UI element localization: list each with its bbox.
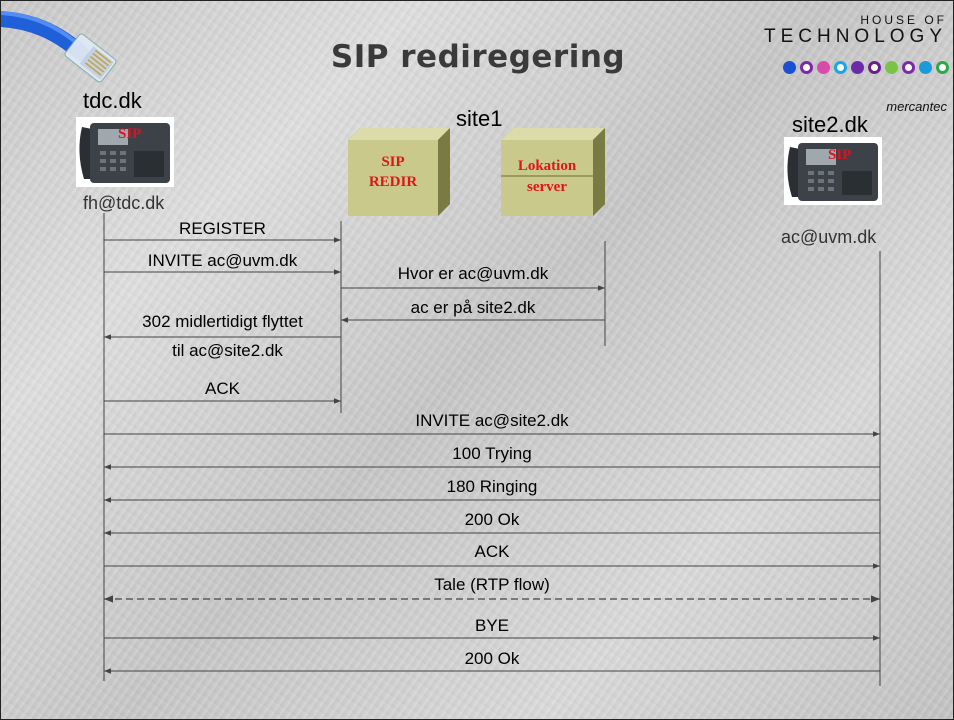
logo-circle — [885, 61, 898, 74]
logo-circle — [919, 61, 932, 74]
message-label: til ac@site2.dk — [172, 341, 283, 360]
sip-tag-left: SIP — [118, 126, 142, 142]
message-label: 200 Ok — [464, 510, 520, 529]
logo-circle — [868, 61, 881, 74]
phone-right: SIP — [784, 137, 882, 205]
logo-circle — [834, 61, 847, 74]
logo-circle — [851, 61, 864, 74]
message-label: 180 Ringing — [446, 477, 538, 496]
logo-circle — [902, 61, 915, 74]
logo-line2: TECHNOLOGY — [763, 26, 947, 47]
message-label: ACK — [205, 379, 240, 398]
site-label-middle: site1 — [456, 106, 503, 131]
message-label: BYE — [474, 616, 510, 635]
message-label: REGISTER — [179, 219, 266, 238]
sip-redir-line1: SIP — [381, 154, 405, 170]
sip-redir-label: SIP REDIR — [348, 153, 438, 193]
site-label-right: site2.dk — [792, 112, 868, 137]
logo-circles — [783, 61, 949, 74]
logo-circle — [817, 61, 830, 74]
message-label: ac er på site2.dk — [410, 298, 536, 317]
logo-circle — [783, 61, 796, 74]
logo: HOUSE OF TECHNOLOGY — [764, 13, 947, 48]
logo-brand-mercantec: mercantec — [886, 99, 947, 114]
ip-phone-icon — [787, 143, 878, 201]
message-label: Hvor er ac@uvm.dk — [397, 264, 549, 283]
message-label: 100 Trying — [452, 444, 532, 463]
sip-redir-line2: REDIR — [368, 174, 418, 190]
slide-title: SIP rediregering — [330, 39, 626, 75]
site-label-left: tdc.dk — [83, 88, 142, 113]
address-right: ac@uvm.dk — [781, 227, 877, 247]
message-label: 200 Ok — [464, 649, 520, 668]
message-label: 302 midlertidigt flyttet — [142, 312, 303, 331]
message-label: Tale (RTP flow) — [434, 575, 550, 594]
address-left: fh@tdc.dk — [83, 193, 165, 213]
message-label: ACK — [474, 542, 510, 561]
message-label: INVITE ac@site2.dk — [415, 411, 569, 430]
lokation-line2: server — [527, 179, 567, 195]
sip-redir-box — [348, 128, 450, 216]
sip-tag-right: SIP — [828, 147, 852, 163]
logo-circle — [800, 61, 813, 74]
lokation-server-box — [501, 128, 605, 216]
logo-line1: HOUSE OF — [860, 13, 947, 27]
logo-circle — [936, 61, 949, 74]
phone-left: SIP — [76, 117, 174, 187]
message-label: INVITE ac@uvm.dk — [147, 251, 298, 270]
ip-phone-icon — [79, 123, 170, 183]
lokation-line1: Lokation — [517, 158, 577, 174]
lokation-server-label: Lokation server — [501, 157, 593, 197]
network-cable-icon — [1, 11, 117, 83]
